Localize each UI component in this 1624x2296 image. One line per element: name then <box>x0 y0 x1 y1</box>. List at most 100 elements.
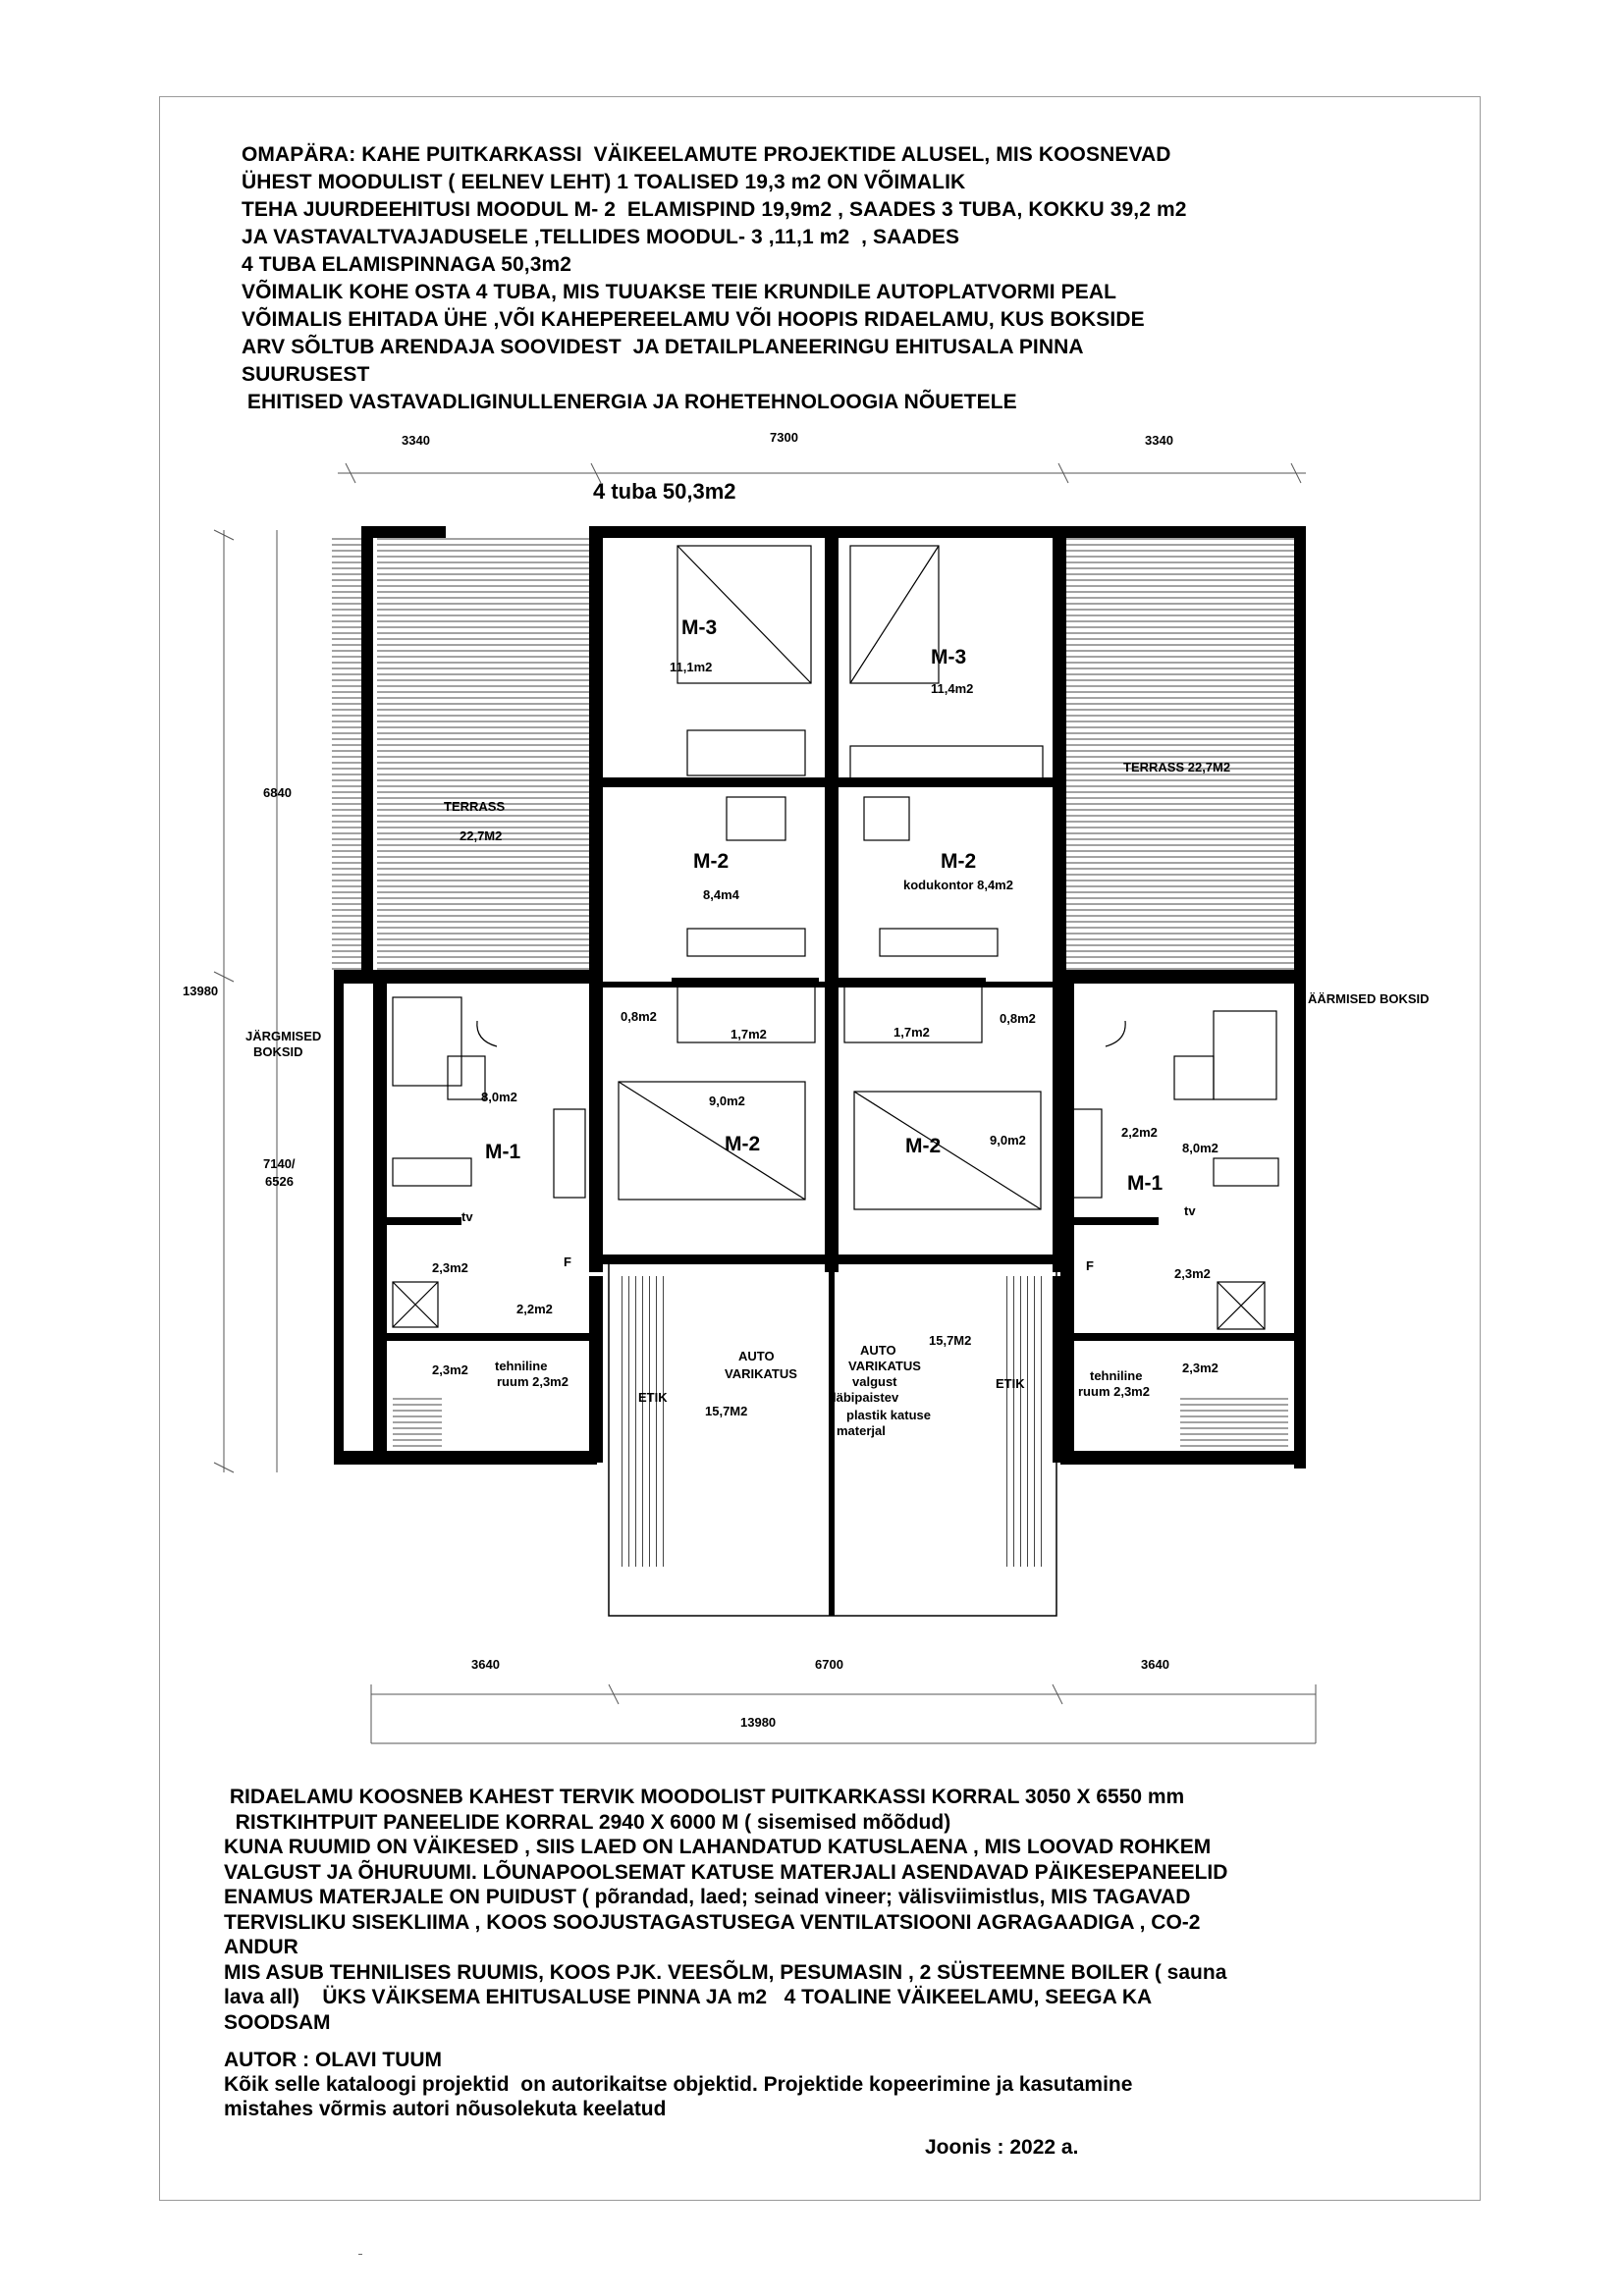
author-name: AUTOR : OLAVI TUUM <box>224 2049 443 2071</box>
dim-bottom-total: 13980 <box>740 1715 776 1730</box>
carport-right-label-2: VARIKATUS <box>848 1359 921 1373</box>
terrace-left <box>377 538 595 974</box>
dim-left-lower-2: 6526 <box>265 1174 294 1189</box>
carport-left-label-1: AUTO <box>738 1349 775 1363</box>
walkway-right-label: ETIK <box>996 1376 1025 1391</box>
intro-line: VÕIMALIK KOHE OSTA 4 TUBA, MIS TUUAKSE T… <box>242 281 1117 303</box>
notes-line: RIDAELAMU KOOSNEB KAHEST TERVIK MOODOLIS… <box>224 1786 1185 1808</box>
tech-room-right-1: tehniline <box>1090 1368 1142 1383</box>
bedroom-left-area: 9,0m2 <box>709 1094 745 1108</box>
carport-right-label-1: AUTO <box>860 1343 896 1358</box>
carport-left-area: 15,7M2 <box>705 1404 747 1418</box>
terrace-right-label: TERRASS 22,7M2 <box>1123 760 1230 774</box>
outer-boxes-label: ÄÄRMISED BOKSID <box>1308 991 1430 1006</box>
tech-room-left-1: tehniline <box>495 1359 547 1373</box>
wardrobe-right-area: 1,7m2 <box>893 1025 930 1040</box>
walls <box>334 526 1306 1468</box>
notes-line: lava all) ÜKS VÄIKSEMA EHITUSALUSE PINNA… <box>224 1986 1153 2008</box>
carport-right-note-4: materjal <box>837 1423 886 1438</box>
fridge-left-label: F <box>564 1255 571 1269</box>
copyright-line: Kõik selle kataloogi projektid on autori… <box>224 2073 1133 2096</box>
carport-left-label-2: VARIKATUS <box>725 1366 797 1381</box>
storage-left-area: 2,3m2 <box>432 1362 468 1377</box>
notes-line: SOODSAM <box>224 2010 331 2034</box>
next-boxes-label-2: BOKSID <box>253 1044 303 1059</box>
bath-right-area: 2,3m2 <box>1174 1266 1211 1281</box>
m1-left-label: M-1 <box>485 1141 520 1163</box>
intro-line: TEHA JUURDEEHITUSI MOODUL M- 2 ELAMISPIN… <box>242 198 1187 221</box>
notes-line: TERVISLIKU SISEKLIIMA , KOOS SOOJUSTAGAS… <box>224 1910 1201 1934</box>
m1-left-area: 8,0m2 <box>481 1090 517 1104</box>
storage-right-area: 2,3m2 <box>1182 1361 1218 1375</box>
dimension-lines <box>213 462 1317 1744</box>
intro-line: EHITISED VASTAVADLIGINULLENERGIA JA ROHE… <box>242 391 1017 413</box>
intro-line: JA VASTAVALTVAJADUSELE ,TELLIDES MOODUL-… <box>242 226 960 248</box>
terrace-edge-left <box>332 538 361 974</box>
m2-upper-left-label: M-2 <box>693 850 729 873</box>
bedroom-right-label: M-2 <box>905 1135 941 1157</box>
m3-left-label: M-3 <box>681 616 717 639</box>
wardrobe-left-area: 1,7m2 <box>731 1027 767 1041</box>
bedroom-left-label: M-2 <box>725 1133 760 1155</box>
intro-text: OMAPÄRA: KAHE PUITKARKASSI VÄIKEELAMUTE … <box>242 141 1420 416</box>
drawing-date: Joonis : 2022 a. <box>925 2136 1079 2159</box>
sauna-left-area: 2,2m2 <box>516 1302 553 1316</box>
next-boxes-label-1: JÄRGMISED <box>245 1029 321 1043</box>
hall-right-area: 0,8m2 <box>1000 1011 1036 1026</box>
tv-left-label: tv <box>461 1209 473 1224</box>
bedroom-right-area: 9,0m2 <box>990 1133 1026 1148</box>
dim-bottom-middle: 6700 <box>815 1657 843 1672</box>
tv-right-label: tv <box>1184 1203 1196 1218</box>
intro-line: OMAPÄRA: KAHE PUITKARKASSI VÄIKEELAMUTE … <box>242 143 1171 166</box>
intro-line: VÕIMALIS EHITADA ÜHE ,VÕI KAHEPEREELAMU … <box>242 308 1145 331</box>
notes-line: KUNA RUUMID ON VÄIKESED , SIIS LAED ON L… <box>224 1836 1212 1858</box>
carport-right-area: 15,7M2 <box>929 1333 971 1348</box>
m3-right-area: 11,4m2 <box>931 681 973 696</box>
intro-line: ARV SÕLTUB ARENDAJA SOOVIDEST JA DETAILP… <box>242 336 1084 358</box>
bench-left <box>393 1394 442 1449</box>
terrace-left-area: 22,7M2 <box>460 828 502 843</box>
hall-left-area: 0,8m2 <box>621 1009 657 1024</box>
m3-right-label: M-3 <box>931 646 966 668</box>
page-frame <box>159 96 1481 2201</box>
notes-line: VALGUST JA ÕHURUUMI. LÕUNAPOOLSEMAT KATU… <box>224 1860 1228 1884</box>
wc-right-area: 2,2m2 <box>1121 1125 1158 1140</box>
terrace-left-label: TERRASS <box>444 799 505 814</box>
walkway-left-label: ETIK <box>638 1390 668 1405</box>
author-block: AUTOR : OLAVI TUUM Kõik selle kataloogi … <box>224 2048 1132 2121</box>
dim-bottom-right: 3640 <box>1141 1657 1169 1672</box>
dim-left-upper: 6840 <box>263 785 292 800</box>
intro-line: SUURUSEST <box>242 363 370 386</box>
notes-text: RIDAELAMU KOOSNEB KAHEST TERVIK MOODOLIS… <box>224 1785 1441 2035</box>
copyright-line: mistahes võrmis autori nõusolekuta keela… <box>224 2098 667 2120</box>
dim-top-right: 3340 <box>1145 433 1173 448</box>
interior-lines <box>392 545 1279 1330</box>
carport-divider <box>829 1266 835 1616</box>
intro-line: ÜHEST MOODULIST ( EELNEV LEHT) 1 TOALISE… <box>242 171 966 193</box>
notes-line: MIS ASUB TEHNILISES RUUMIS, KOOS PJK. VE… <box>224 1960 1227 1984</box>
dim-bottom-left: 3640 <box>471 1657 500 1672</box>
m1-right-area: 8,0m2 <box>1182 1141 1218 1155</box>
m3-left-area: 11,1m2 <box>670 660 712 674</box>
dim-left-total: 13980 <box>183 984 218 998</box>
m2-upper-right-area: kodukontor 8,4m2 <box>903 878 1013 892</box>
notes-line: ANDUR <box>224 1936 298 1958</box>
carport-right-note-2: läbipaistev <box>833 1390 899 1405</box>
carport-right-note-3: plastik katuse <box>846 1408 931 1422</box>
dim-top-middle: 7300 <box>770 430 798 445</box>
bath-left-area: 2,3m2 <box>432 1260 468 1275</box>
dim-top-left: 3340 <box>402 433 430 448</box>
intro-line: 4 TUBA ELAMISPINNAGA 50,3m2 <box>242 253 572 276</box>
tech-room-right-2: ruum 2,3m2 <box>1078 1384 1150 1399</box>
m2-upper-right-label: M-2 <box>941 850 976 873</box>
page-mark <box>358 2254 362 2255</box>
terrace-right <box>1060 538 1296 974</box>
bench-right <box>1180 1394 1288 1449</box>
walkway-left <box>619 1276 664 1567</box>
plan-title: 4 tuba 50,3m2 <box>593 479 736 504</box>
m2-upper-left-area: 8,4m4 <box>703 887 740 902</box>
carport-right-note-1: valgust <box>852 1374 897 1389</box>
tech-room-left-2: ruum 2,3m2 <box>497 1374 568 1389</box>
notes-line: ENAMUS MATERJALE ON PUIDUST ( põrandad, … <box>224 1886 1191 1908</box>
